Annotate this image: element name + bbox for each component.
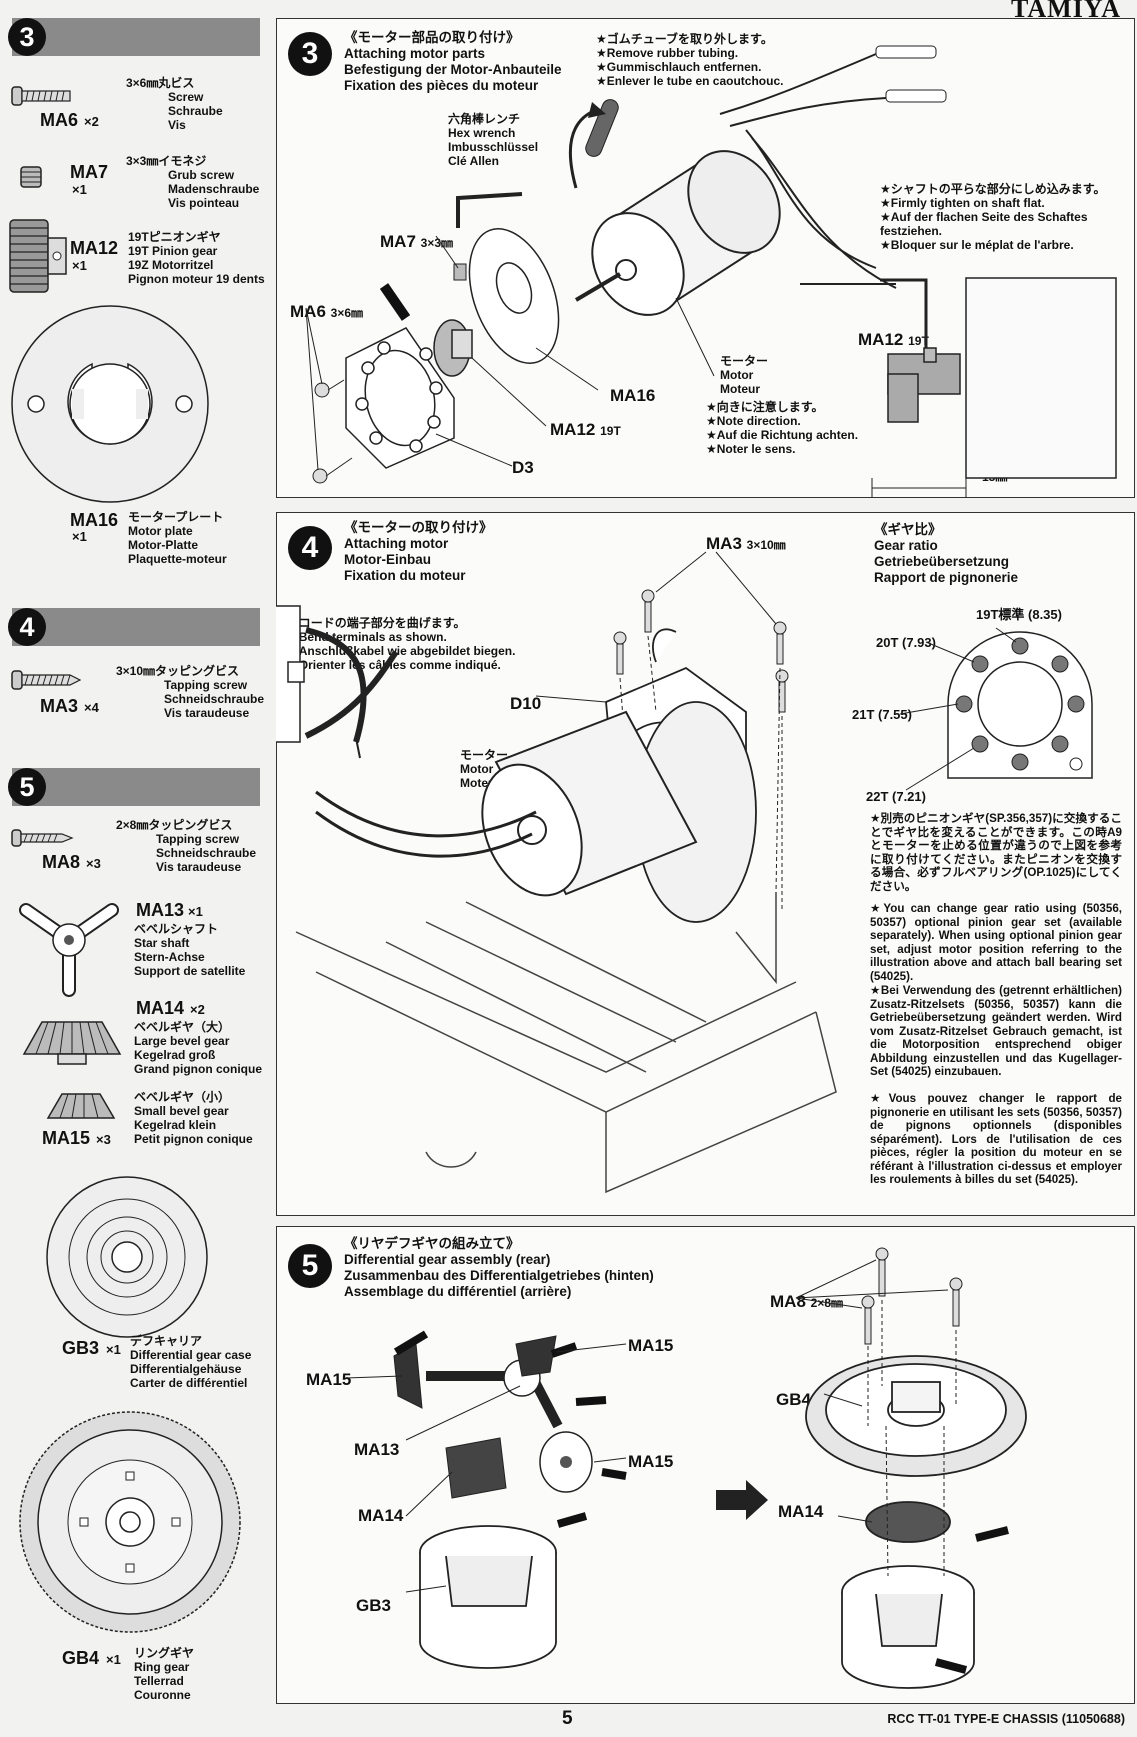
part-qty-ma6: ×2: [84, 114, 99, 129]
gear-ratio-text-jp: ★別売のピニオンギヤ(SP.356,357)に交換することでギヤ比を変えることが…: [870, 812, 1122, 893]
part-code-ma12: MA12: [70, 238, 119, 258]
part-desc-ma15: ベベルギヤ（小） Small bevel gear Kegelrad klein…: [134, 1090, 253, 1146]
part-desc-ma16: モータープレート Motor plate Motor-Platte Plaque…: [128, 510, 227, 566]
part-qty-ma7: ×1: [72, 182, 87, 197]
sidebar-step4-bar: [12, 608, 260, 646]
ma12-pinion-gear-icon: [9, 219, 67, 293]
panel5-step-number: 5: [288, 1244, 332, 1288]
panel3-title: 《モーター部品の取り付け》 Attaching motor parts Befe…: [344, 30, 562, 93]
panel3-label-ma16: MA16: [610, 386, 656, 405]
part-qty-gb4: ×1: [106, 1652, 121, 1667]
panel5-label-ma13: MA13: [354, 1440, 400, 1459]
page-number: 5: [562, 1708, 573, 1729]
part-desc-ma8: 2×8㎜タッピングビス Tapping screw Schneidschraub…: [116, 818, 257, 874]
sidebar-step4-number: 4: [8, 608, 46, 646]
panel3-label-ma12-detail: MA12 19T: [858, 330, 929, 349]
panel3-label-ma7: MA7 3×3㎜: [380, 232, 453, 251]
part-desc-ma14: ベベルギヤ（大） Large bevel gear Kegelrad groß …: [134, 1020, 262, 1076]
part-desc-ma6: 3×6㎜丸ビス Screw Schraube Vis: [126, 76, 223, 132]
part-code-gb3: GB3: [62, 1338, 100, 1358]
part-qty-ma8: ×3: [86, 856, 101, 871]
part-desc-ma12: 19Tピニオンギヤ 19T Pinion gear 19Z Motorritze…: [128, 230, 265, 286]
panel3-step-number: 3: [288, 32, 332, 76]
panel3-label-ma6: MA6 3×6㎜: [290, 302, 363, 321]
sidebar-step5-number: 5: [8, 768, 46, 806]
panel3-label-ma12: MA12 19T: [550, 420, 621, 439]
ma13-star-shaft-icon: [19, 903, 119, 997]
panel3-note-shaft: ★シャフトの平らな部分にしめ込みます。★Firmly tighten on sh…: [880, 182, 1106, 252]
panel5-label-ma14: MA14: [358, 1506, 404, 1525]
manual-title-footer: RCC TT-01 TYPE-E CHASSIS (11050688): [887, 1712, 1125, 1726]
panel3-motor-exploded-illustration: [305, 45, 1117, 498]
panel4-label-d10: D10: [510, 694, 542, 713]
panel5-label-ma15-top: MA15: [628, 1336, 674, 1355]
part-qty-ma3: ×4: [84, 700, 99, 715]
brand-logo: TAMIYA: [1010, 0, 1121, 23]
part-code-ma16: MA16: [70, 510, 119, 530]
part-code-ma6: MA6: [40, 110, 79, 130]
panel5-label-ma15-left: MA15: [306, 1370, 352, 1389]
ma6-screw-icon: [11, 86, 71, 106]
part-code-ma13: MA13: [136, 900, 185, 920]
panel4-step-number: 4: [288, 526, 332, 570]
part-qty-ma16: ×1: [72, 529, 87, 544]
panel4-label-ma3: MA3 3×10㎜: [706, 534, 786, 553]
panel5-label-gb4: GB4: [776, 1390, 811, 1409]
part-code-ma14: MA14: [136, 998, 185, 1018]
gear-ratio-21t: 21T (7.55): [852, 707, 912, 722]
panel5-differential-assembly-illustration: [345, 1247, 1027, 1689]
ma15-small-bevel-gear-icon: [46, 1093, 116, 1119]
part-desc-gb3: デフキャリア Differential gear case Differenti…: [130, 1334, 252, 1390]
part-code-ma3: MA3: [40, 696, 79, 716]
part-code-ma7: MA7: [70, 162, 109, 182]
panel3-note-tube: ★ゴムチューブを取り外します。★Remove rubber tubing. ★G…: [596, 32, 784, 88]
panel5-label-ma14-right: MA14: [778, 1502, 824, 1521]
sidebar-step3-number: 3: [8, 18, 46, 56]
panel3-note-direction: ★向きに注意します。★Note direction. ★Auf die Rich…: [706, 400, 859, 456]
part-qty-gb3: ×1: [106, 1342, 121, 1357]
ma16-motor-plate-icon: [11, 305, 209, 503]
panel4-motor-install-illustration: [276, 551, 837, 1194]
part-code-ma15: MA15: [42, 1128, 91, 1148]
gear-ratio-text-de: ★Bei Verwendung des (getrennt erhältlich…: [870, 984, 1122, 1078]
gear-ratio-text-en: ★You can change gear ratio using (50356,…: [870, 902, 1122, 983]
part-code-gb4: GB4: [62, 1648, 100, 1668]
gear-ratio-22t: 22T (7.21): [866, 789, 926, 804]
panel3-label-d3: D3: [512, 458, 534, 477]
gear-ratio-20t: 20T (7.93): [876, 635, 936, 650]
part-qty-ma13: ×1: [188, 904, 203, 919]
gear-ratio-text-fr: ★Vous pouvez changer le rapport de pigno…: [870, 1092, 1122, 1186]
panel5-label-ma15-right: MA15: [628, 1452, 674, 1471]
ma7-grub-screw-icon: [20, 166, 42, 188]
part-desc-ma13: ベベルシャフト Star shaft Stern-Achse Support d…: [134, 922, 246, 978]
part-desc-ma3: 3×10㎜タッピングビス Tapping screw Schneidschrau…: [116, 664, 265, 720]
ma8-tapping-screw-icon: [11, 829, 74, 847]
gb4-ring-gear-icon: [19, 1411, 241, 1633]
ma3-tapping-screw-icon: [11, 670, 82, 690]
ma14-large-bevel-gear-icon: [22, 1021, 122, 1065]
gb3-differential-case-icon: [46, 1176, 208, 1338]
sidebar-step3-bar: [12, 18, 260, 56]
part-qty-ma12: ×1: [72, 258, 87, 273]
part-desc-gb4: リングギヤ Ring gear Tellerrad Couronne: [134, 1646, 195, 1702]
part-qty-ma14: ×2: [190, 1002, 205, 1017]
panel4-note-bend: ★コードの端子部分を曲げます。★Bend terminals as shown.…: [288, 616, 516, 672]
part-desc-ma7: 3×3㎜イモネジ Grub screw Madenschraube Vis po…: [126, 154, 260, 210]
gear-ratio-19t: 19T標準 (8.35): [976, 607, 1062, 622]
panel5-label-gb3: GB3: [356, 1596, 391, 1615]
sidebar-step5-bar: [12, 768, 260, 806]
part-qty-ma15: ×3: [96, 1132, 111, 1147]
panel5-title: 《リヤデフギヤの組み立て》Differential gear assembly …: [344, 1236, 654, 1299]
gear-ratio-mount-diagram: [899, 627, 1093, 791]
part-code-ma8: MA8: [42, 852, 81, 872]
